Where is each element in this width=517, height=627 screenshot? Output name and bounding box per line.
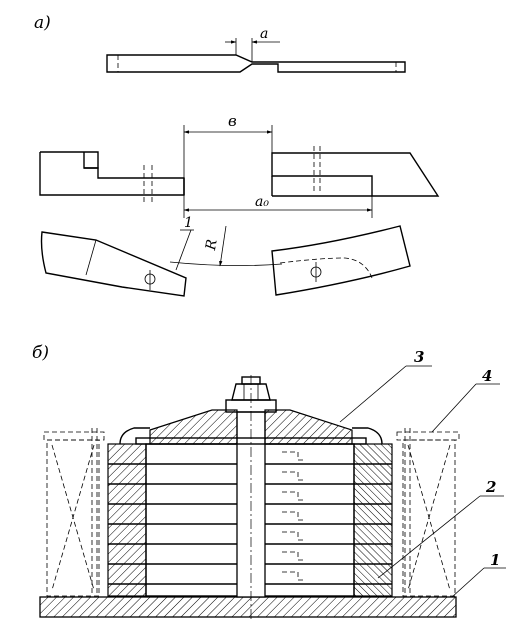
overlap-strip: а <box>106 26 406 73</box>
plate-ends-plan: в а₀ <box>39 112 440 218</box>
callouts: 3 4 2 1 <box>339 348 506 598</box>
callout-b-4: 4 <box>482 367 492 385</box>
dim-b-label: в <box>228 112 237 130</box>
dim-a-label: а <box>260 26 268 42</box>
base-plate <box>39 596 457 618</box>
lamination-stack-left <box>107 443 147 597</box>
part-a-label: а) <box>34 13 51 33</box>
outer-dashed-stack-right <box>396 428 460 597</box>
dim-r-label: R <box>203 238 221 253</box>
part-b: б) <box>32 343 506 620</box>
plate-ends-curved: R 1 <box>40 215 411 297</box>
part-b-label: б) <box>32 343 49 363</box>
lamination-stack-right <box>353 443 393 597</box>
callout-a-1: 1 <box>184 215 193 231</box>
callout-b-2: 2 <box>485 478 496 496</box>
callout-b-1: 1 <box>490 551 500 569</box>
central-bolt <box>225 375 277 620</box>
callout-b-3: 3 <box>414 348 424 366</box>
outer-dashed-stack-left <box>43 428 105 597</box>
dim-a0-label: а₀ <box>255 194 269 210</box>
part-a: а) а в <box>34 13 440 297</box>
clamp-cap <box>119 409 383 445</box>
